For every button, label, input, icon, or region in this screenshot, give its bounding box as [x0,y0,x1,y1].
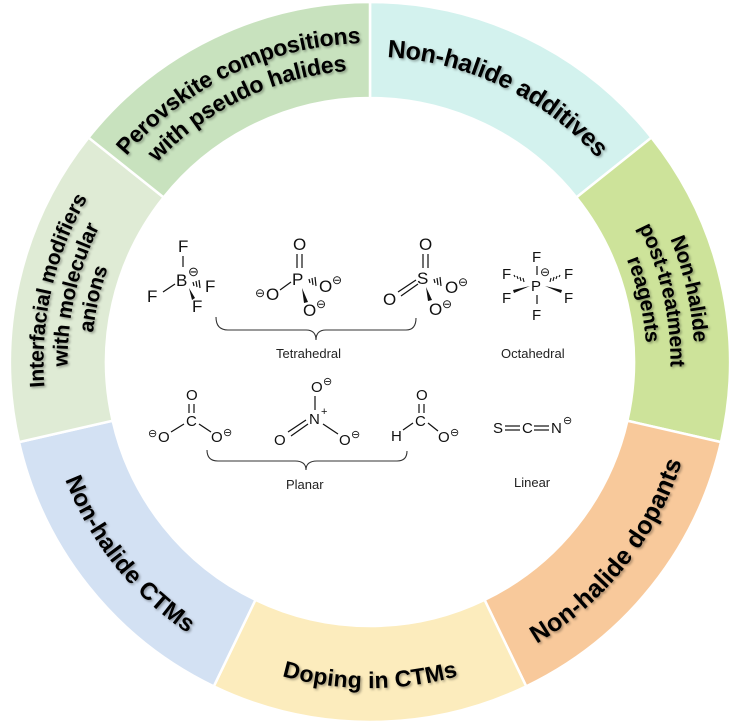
pf6-top-f: F [532,249,541,266]
co3-anion: O C ⊖ O O ⊖ [148,387,232,446]
segment-dopants [482,419,723,689]
no3-charge-right: ⊖ [351,429,360,441]
no3-left-o: O [274,432,286,449]
pf6-upper-left-f: F [502,266,511,283]
po4-charge-bottom: ⊖ [316,297,326,311]
hcoo-charge: ⊖ [450,427,459,439]
so4-right-o: O [445,278,458,297]
no3-charge-top: ⊖ [323,376,332,388]
planar-brace [206,449,408,471]
po4-left-o: O [266,285,279,304]
bf4-center-b: B [176,271,187,290]
bf4-anion: F B ⊖ F F F [147,237,215,316]
so4-top-o: O [419,235,432,254]
po4-top-o: O [293,235,306,254]
co3-center-c: C [186,413,197,430]
po4-bottom-o: O [303,301,316,320]
octahedral-label: Octahedral [501,346,565,361]
ring-segments [8,0,732,724]
scn-s: S [493,420,503,437]
bf4-left-f: F [147,287,157,306]
hcoo-right-o: O [438,429,450,446]
so4-charge-right: ⊖ [458,275,468,289]
no3-top-o: O [311,379,323,396]
hcoo-anion: O C H O ⊖ [391,387,459,446]
pf6-bottom-f: F [532,307,541,324]
bf4-top-f: F [178,237,188,256]
co3-charge-left: ⊖ [148,428,157,440]
scn-n: N [551,420,562,437]
so4-bottom-o: O [429,300,442,319]
tetrahedral-brace [215,316,417,341]
so4-center-s: S [417,269,428,288]
pf6-lower-left-f: F [502,290,511,307]
so4-anion: O S O O ⊖ O ⊖ [383,235,468,319]
co3-charge-right: ⊖ [223,427,232,439]
pf6-anion: F ⊖ F P F F F F [502,249,573,324]
so4-charge-bottom: ⊖ [442,297,452,311]
po4-charge-right: ⊖ [332,273,342,287]
segment-doping-ctms [212,598,528,724]
so4-left-o: O [383,290,396,309]
pf6-lower-right-f: F [564,290,573,307]
hcoo-h: H [391,428,402,445]
bf4-charge: ⊖ [188,264,199,279]
co3-right-o: O [211,429,223,446]
bf4-right-f: F [205,277,215,296]
scn-c: C [522,420,533,437]
co3-left-o: O [158,429,170,446]
bf4-bottom-f: F [192,297,202,316]
no3-center-n: N [309,411,320,428]
no3-right-o: O [339,432,351,449]
pf6-upper-right-f: F [564,266,573,283]
segment-perovskite [86,0,372,200]
scn-anion: S C N ⊖ [493,415,572,437]
pf6-center-p: P [531,278,541,295]
scn-charge: ⊖ [563,415,572,427]
po4-charge-left: ⊖ [255,286,265,300]
pf6-charge: ⊖ [540,265,550,279]
hcoo-center-c: C [415,413,426,430]
po4-center-p: P [292,270,303,289]
no3-anion: O ⊖ N + O O ⊖ [274,376,360,449]
tetrahedral-label: Tetrahedral [276,346,341,361]
segment-nh-additives [368,0,654,200]
no3-center-charge: + [321,406,327,418]
po4-anion: O P ⊖ O O ⊖ O ⊖ [255,235,342,320]
co3-top-o: O [186,387,198,404]
po4-right-o: O [319,277,332,296]
linear-label: Linear [514,475,551,490]
center-structures: F B ⊖ F F F O P ⊖ O O ⊖ O ⊖ [147,235,573,492]
hcoo-top-o: O [416,387,428,404]
planar-label: Planar [286,477,324,492]
